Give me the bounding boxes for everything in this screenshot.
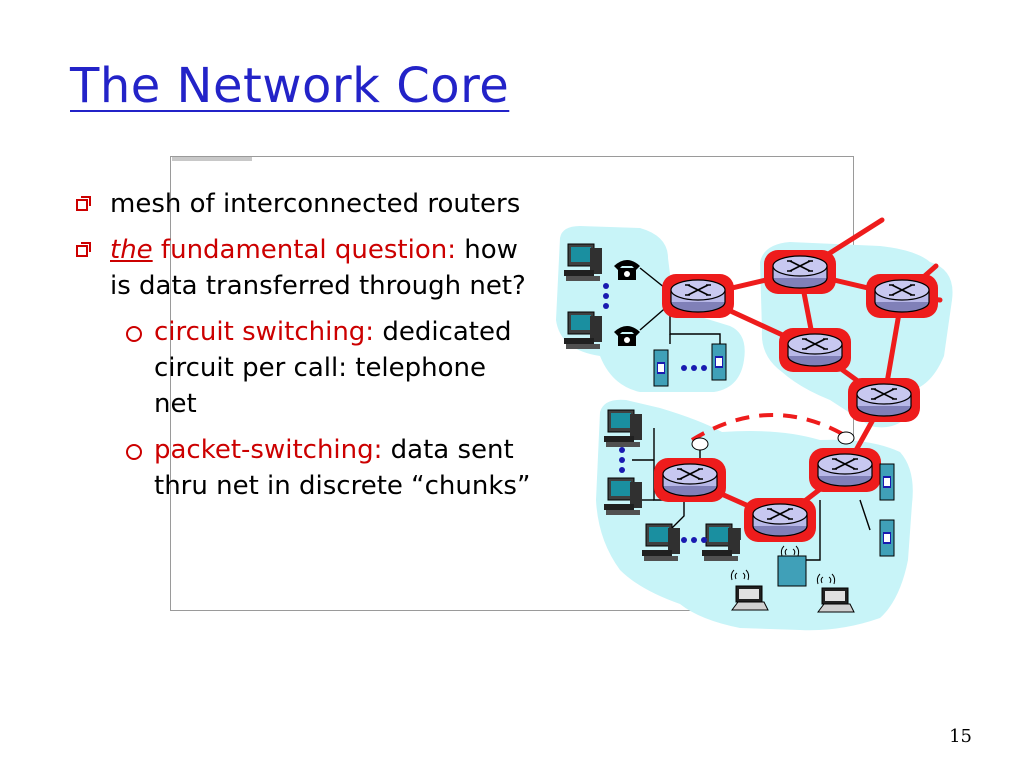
bullet-mesh: mesh of interconnected routers (72, 186, 532, 222)
bullet-text: how is data transferred through net? (110, 235, 526, 301)
access-point-icon (777, 555, 807, 587)
router-icon (653, 457, 727, 503)
router-icon (847, 377, 921, 423)
circle-bullet-icon (126, 326, 142, 342)
router-icon (865, 273, 939, 319)
router-icon (661, 273, 735, 319)
checkbox-bullet-icon (76, 242, 91, 257)
sub-bullet-label: packet-switching: (154, 435, 383, 465)
ellipsis-icon (603, 283, 609, 309)
bullet-red-text: fundamental question: (152, 235, 456, 265)
checkbox-bullet-icon (76, 196, 91, 211)
server-icon (711, 343, 727, 381)
page-number: 15 (949, 726, 972, 747)
sub-bullet-text: dedicated circuit per call: telephone ne… (154, 317, 512, 419)
bullet-question: the fundamental question: how is data tr… (72, 232, 532, 304)
ellipsis-icon (681, 365, 707, 371)
circle-bullet-icon (126, 444, 142, 460)
access-network-cloud-top (556, 226, 745, 392)
router-icon (763, 249, 837, 295)
bullet-highlight: the (110, 235, 153, 265)
router-icon (778, 327, 852, 373)
bullet-text: mesh of interconnected routers (110, 189, 521, 219)
ellipsis-icon (619, 447, 707, 543)
frame-tag (172, 157, 252, 161)
sub-bullet-text: data sent thru net in discrete “chunks” (154, 435, 531, 501)
server-icon (653, 349, 669, 387)
satellite-dish-icon (691, 431, 855, 451)
slide-title: The Network Core (70, 58, 510, 114)
router-icon (743, 497, 817, 543)
sub-bullet-circuit: circuit switching: dedicated circuit per… (72, 314, 532, 422)
sub-bullet-label: circuit switching: (154, 317, 375, 347)
server-icon (879, 519, 895, 557)
server-icon (879, 463, 895, 501)
sub-bullet-packet: packet-switching: data sent thru net in … (72, 432, 532, 504)
router-icon (808, 447, 882, 493)
bullet-list: mesh of interconnected routers the funda… (72, 186, 532, 514)
